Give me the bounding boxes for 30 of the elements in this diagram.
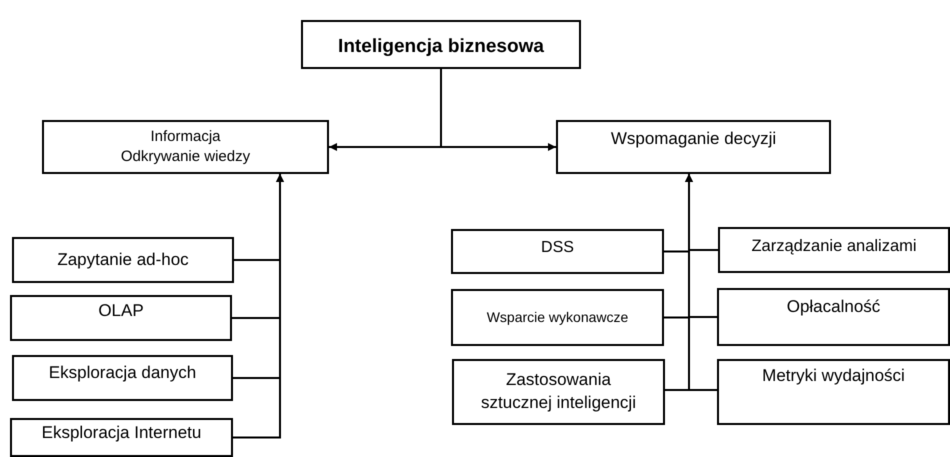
process-box bbox=[718, 227, 950, 273]
process-box bbox=[451, 229, 664, 274]
box-label: Zarządzanie analizami bbox=[751, 236, 917, 257]
box-label: Informacja bbox=[150, 127, 221, 147]
box-label: Zapytanie ad-hoc bbox=[57, 248, 189, 271]
box-label: OLAP bbox=[98, 300, 144, 322]
process-box bbox=[10, 418, 233, 457]
process-box bbox=[717, 359, 950, 425]
box-label: Opłacalność bbox=[786, 296, 880, 318]
box-label: Metryki wydajności bbox=[762, 365, 905, 387]
process-box bbox=[452, 359, 665, 425]
box-label: Wspomaganie decyzji bbox=[610, 128, 776, 150]
box-label: Wsparcie wykonawcze bbox=[486, 308, 628, 327]
arrow bbox=[440, 69, 556, 151]
box-label: Eksploracja Internetu bbox=[42, 422, 202, 444]
process-box bbox=[451, 289, 664, 346]
arrow bbox=[685, 174, 717, 392]
process-box bbox=[12, 237, 234, 283]
box-label: Eksploracja danych bbox=[48, 362, 196, 384]
process-box bbox=[556, 120, 831, 174]
box-label: DSS bbox=[541, 238, 574, 258]
arrow bbox=[233, 174, 284, 438]
process-box bbox=[42, 120, 329, 174]
box-label: Odkrywanie wiedzy bbox=[120, 147, 250, 168]
title-box bbox=[301, 20, 581, 69]
process-box bbox=[12, 355, 233, 401]
box-label: Zastosowania sztucznej inteligencji bbox=[480, 369, 637, 414]
process-box bbox=[717, 288, 950, 346]
process-box bbox=[10, 295, 232, 341]
box-label: Inteligencja biznesowa bbox=[338, 35, 544, 59]
